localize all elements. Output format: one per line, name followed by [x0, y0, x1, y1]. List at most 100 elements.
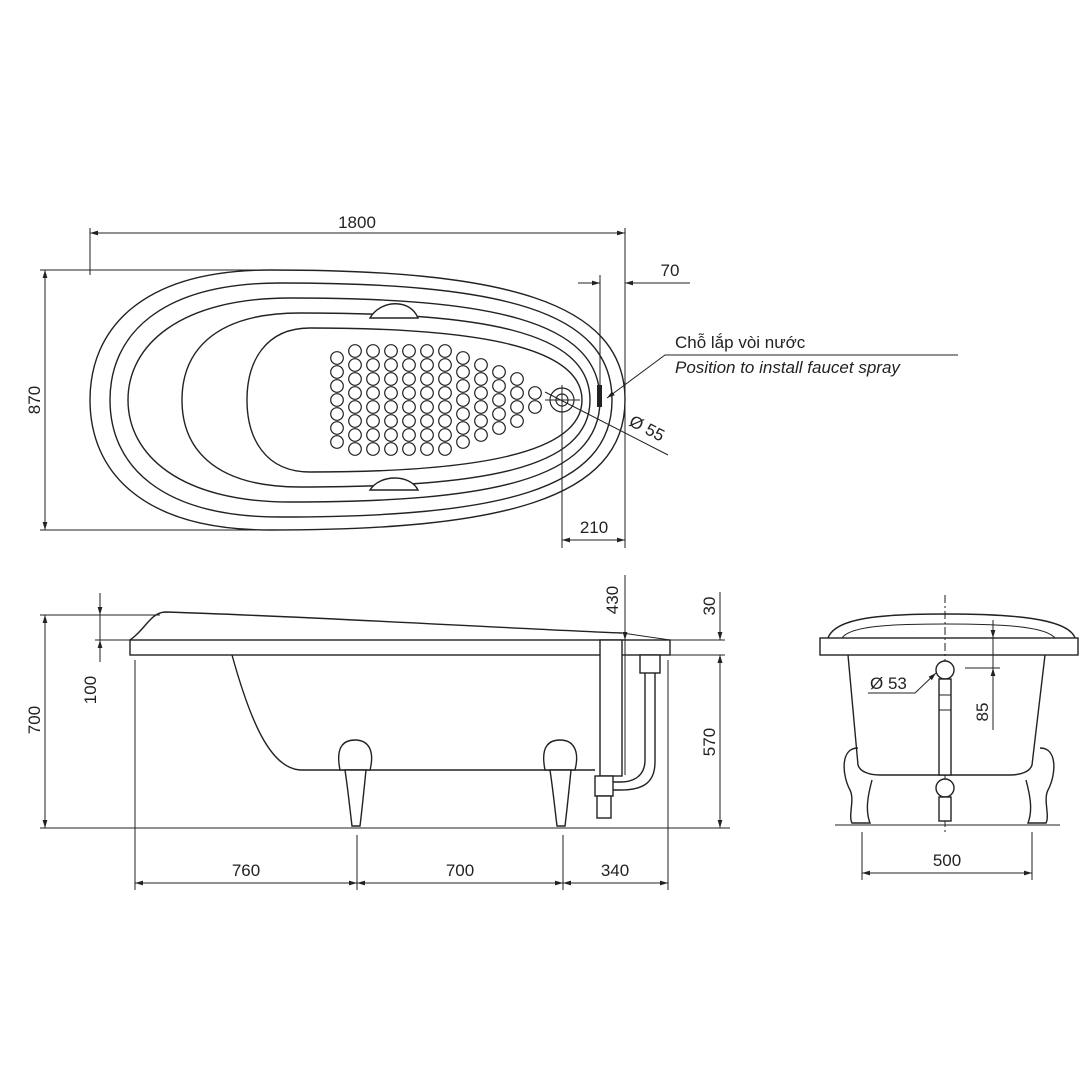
anti-slip-dot	[402, 344, 416, 358]
anti-slip-dot	[456, 435, 470, 449]
anti-slip-dot	[456, 351, 470, 365]
anti-slip-dot	[402, 442, 416, 456]
drain-pipe	[594, 639, 661, 819]
anti-slip-dot	[366, 400, 380, 414]
anti-slip-dot	[420, 344, 434, 358]
anti-slip-dot	[456, 407, 470, 421]
dim-drain-depth: 430	[603, 586, 622, 614]
tub-basin	[246, 327, 583, 473]
anti-slip-dot	[330, 435, 344, 449]
anti-slip-dot	[348, 442, 362, 456]
anti-slip-dot	[438, 358, 452, 372]
anti-slip-dot	[474, 386, 488, 400]
anti-slip-dot	[402, 386, 416, 400]
dim-rim-height: 570	[700, 728, 719, 756]
claw-foot-left	[338, 739, 373, 827]
anti-slip-dot	[510, 400, 524, 414]
anti-slip-dot	[384, 372, 398, 386]
anti-slip-dot	[438, 344, 452, 358]
anti-slip-dot	[366, 442, 380, 456]
anti-slip-dots	[330, 344, 542, 456]
dim-seg-mid: 700	[446, 861, 474, 880]
anti-slip-dot	[330, 365, 344, 379]
anti-slip-dot	[366, 428, 380, 442]
anti-slip-dot	[366, 344, 380, 358]
anti-slip-dot	[384, 414, 398, 428]
grip-bottom	[368, 477, 420, 491]
anti-slip-dot	[384, 386, 398, 400]
dim-foot-spacing: 500	[933, 851, 961, 870]
anti-slip-dot	[510, 386, 524, 400]
faucet-label-vi: Chỗ lắp vòi nước	[675, 333, 806, 352]
anti-slip-dot	[402, 358, 416, 372]
anti-slip-dot	[474, 414, 488, 428]
anti-slip-dot	[384, 442, 398, 456]
side-view: 700 100 430 30 570 760 700 340	[25, 575, 730, 890]
dim-length: 1800	[338, 213, 376, 232]
anti-slip-dot	[348, 400, 362, 414]
anti-slip-dot	[348, 428, 362, 442]
anti-slip-dot	[456, 365, 470, 379]
dim-rim-thickness: 30	[700, 597, 719, 616]
anti-slip-dot	[420, 400, 434, 414]
anti-slip-dot	[366, 372, 380, 386]
anti-slip-dot	[402, 414, 416, 428]
faucet-label-en: Position to install faucet spray	[675, 358, 901, 377]
dim-headrest-rise: 100	[81, 676, 100, 704]
faucet-position-mark	[597, 385, 602, 407]
anti-slip-dot	[420, 428, 434, 442]
anti-slip-dot	[492, 407, 506, 421]
anti-slip-dot	[492, 421, 506, 435]
anti-slip-dot	[330, 421, 344, 435]
anti-slip-dot	[438, 442, 452, 456]
anti-slip-dot	[456, 379, 470, 393]
dim-width: 870	[25, 386, 44, 414]
anti-slip-dot	[510, 414, 524, 428]
front-foot-left	[843, 747, 873, 824]
anti-slip-dot	[348, 372, 362, 386]
headrest	[129, 611, 623, 641]
side-body	[231, 654, 595, 771]
anti-slip-dot	[348, 386, 362, 400]
anti-slip-dot	[366, 386, 380, 400]
anti-slip-dot	[438, 372, 452, 386]
tub-rim-inner	[109, 282, 613, 518]
anti-slip-dot	[492, 379, 506, 393]
anti-slip-dot	[384, 358, 398, 372]
anti-slip-dot	[330, 407, 344, 421]
anti-slip-dot	[474, 428, 488, 442]
front-rim	[819, 637, 1079, 656]
anti-slip-dot	[492, 393, 506, 407]
dim-drain-diameter: Ø 55	[626, 412, 667, 446]
anti-slip-dot	[492, 365, 506, 379]
anti-slip-dot	[348, 414, 362, 428]
anti-slip-dot	[330, 351, 344, 365]
top-view: 1800 870 70 210 Ø 55 Chỗ lắp vòi nước Po…	[25, 213, 958, 548]
anti-slip-dot	[456, 393, 470, 407]
grip-top	[368, 303, 420, 319]
tub-ring-3	[181, 312, 591, 488]
anti-slip-dot	[438, 414, 452, 428]
anti-slip-dot	[402, 428, 416, 442]
anti-slip-dot	[384, 400, 398, 414]
anti-slip-dot	[420, 358, 434, 372]
anti-slip-dot	[420, 386, 434, 400]
anti-slip-dot	[420, 414, 434, 428]
tub-ring-2	[127, 297, 601, 503]
front-foot-right	[1025, 747, 1055, 824]
front-top-curve	[827, 613, 1076, 639]
anti-slip-dot	[402, 372, 416, 386]
claw-foot-right	[543, 739, 578, 827]
anti-slip-dot	[366, 414, 380, 428]
dim-seg-left: 760	[232, 861, 260, 880]
anti-slip-dot	[474, 358, 488, 372]
anti-slip-dot	[384, 428, 398, 442]
anti-slip-dot	[438, 428, 452, 442]
anti-slip-dot	[384, 344, 398, 358]
anti-slip-dot	[402, 400, 416, 414]
anti-slip-dot	[420, 372, 434, 386]
anti-slip-dot	[438, 386, 452, 400]
anti-slip-dot	[330, 379, 344, 393]
